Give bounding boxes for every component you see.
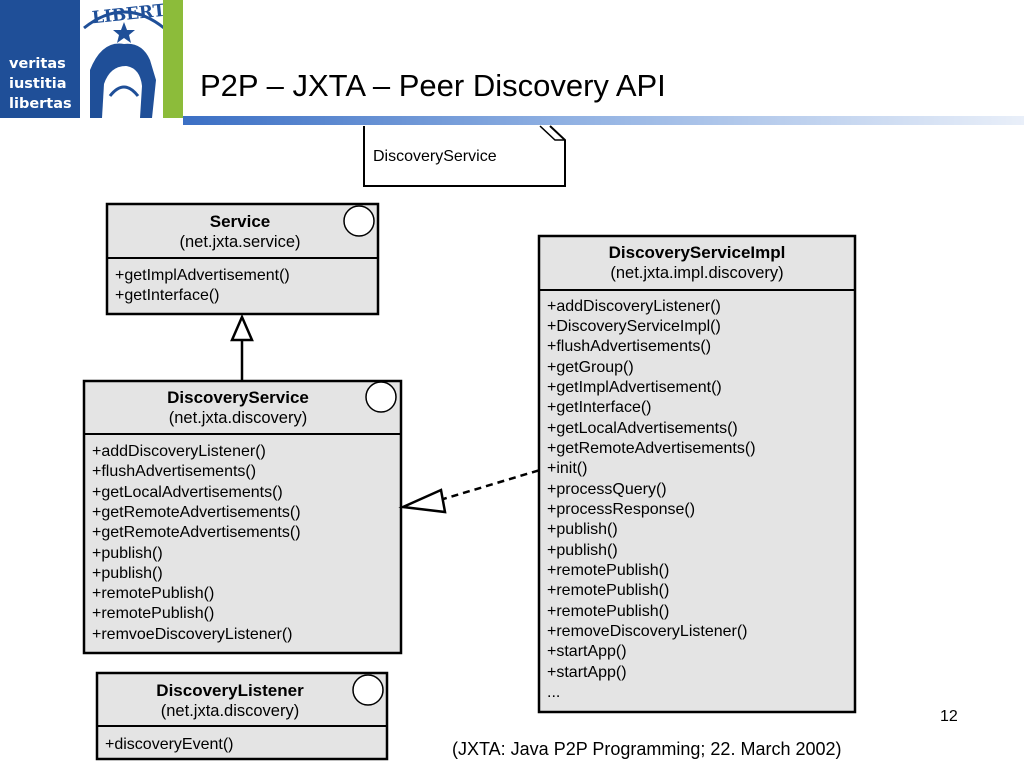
operation: +addDiscoveryListener() bbox=[92, 443, 266, 460]
page-number: 12 bbox=[940, 708, 958, 725]
logo-line-veritas: veritas bbox=[9, 56, 66, 72]
operation: +getRemoteAdvertisements() bbox=[547, 440, 756, 457]
operation: +getRemoteAdvertisements() bbox=[92, 524, 301, 541]
operation: +remotePublish() bbox=[92, 585, 214, 602]
operation: +removeDiscoveryListener() bbox=[547, 623, 748, 640]
class-name: DiscoveryListener bbox=[156, 681, 304, 700]
title-underline-bar bbox=[183, 116, 1024, 125]
package-note: DiscoveryService bbox=[363, 125, 566, 187]
logo-line-iustitia: iustitia bbox=[9, 76, 67, 92]
operation: +getImplAdvertisement() bbox=[115, 267, 290, 284]
class-package: (net.jxta.discovery) bbox=[169, 409, 307, 427]
slide-title: P2P – JXTA – Peer Discovery API bbox=[200, 68, 666, 103]
operation: +getLocalAdvertisements() bbox=[92, 484, 283, 501]
seal-icon: LIBERT bbox=[80, 0, 168, 118]
operation: +remvoeDiscoveryListener() bbox=[92, 626, 293, 643]
operation: +remotePublish() bbox=[547, 562, 669, 579]
class-service: Service (net.jxta.service) +getImplAdver… bbox=[105, 202, 380, 316]
operation: ... bbox=[547, 684, 560, 701]
operation: +flushAdvertisements() bbox=[92, 463, 256, 480]
class-name: DiscoveryService bbox=[167, 388, 309, 407]
operation: +publish() bbox=[547, 521, 618, 538]
logo-line-libertas: libertas bbox=[9, 96, 72, 112]
inheritance-arrow bbox=[230, 313, 254, 381]
operation: +publish() bbox=[92, 545, 163, 562]
realization-arrow bbox=[398, 468, 541, 514]
interface-circle-icon bbox=[352, 674, 384, 706]
operation: +addDiscoveryListener() bbox=[547, 298, 721, 315]
class-package: (net.jxta.discovery) bbox=[161, 702, 299, 720]
operation: +publish() bbox=[547, 542, 618, 559]
interface-circle-icon bbox=[343, 205, 375, 237]
operation: +init() bbox=[547, 460, 587, 477]
operation: +getInterface() bbox=[547, 399, 652, 416]
operation: +remotePublish() bbox=[547, 582, 669, 599]
class-name: Service bbox=[210, 212, 271, 231]
operation: +DiscoveryServiceImpl() bbox=[547, 318, 721, 335]
interface-circle-icon bbox=[365, 381, 397, 413]
class-package: (net.jxta.impl.discovery) bbox=[610, 264, 783, 282]
class-package: (net.jxta.service) bbox=[179, 233, 300, 251]
university-logo: veritas iustitia libertas LIBERT bbox=[0, 0, 183, 118]
logo-motto: veritas iustitia libertas bbox=[9, 54, 72, 114]
operation: +remotePublish() bbox=[92, 605, 214, 622]
package-note-label: DiscoveryService bbox=[373, 148, 497, 165]
operation: +processResponse() bbox=[547, 501, 695, 518]
operation: +getImplAdvertisement() bbox=[547, 379, 722, 396]
operation: +getInterface() bbox=[115, 287, 220, 304]
operation: +flushAdvertisements() bbox=[547, 338, 711, 355]
operation: +getLocalAdvertisements() bbox=[547, 420, 738, 437]
operation: +startApp() bbox=[547, 643, 627, 660]
operation: +processQuery() bbox=[547, 481, 667, 498]
operation: +discoveryEvent() bbox=[105, 736, 234, 753]
operation: +remotePublish() bbox=[547, 603, 669, 620]
operation: +startApp() bbox=[547, 664, 627, 681]
slide-caption: (JXTA: Java P2P Programming; 22. March 2… bbox=[452, 739, 842, 759]
class-discovery-service-impl: DiscoveryServiceImpl (net.jxta.impl.disc… bbox=[537, 234, 857, 714]
operation: +publish() bbox=[92, 565, 163, 582]
class-discovery-listener: DiscoveryListener (net.jxta.discovery) +… bbox=[95, 671, 389, 761]
operation: +getRemoteAdvertisements() bbox=[92, 504, 301, 521]
class-name: DiscoveryServiceImpl bbox=[609, 243, 786, 262]
operation: +getGroup() bbox=[547, 359, 634, 376]
class-discovery-service: DiscoveryService (net.jxta.discovery) +a… bbox=[82, 379, 403, 655]
logo-green-stripe bbox=[163, 0, 183, 118]
